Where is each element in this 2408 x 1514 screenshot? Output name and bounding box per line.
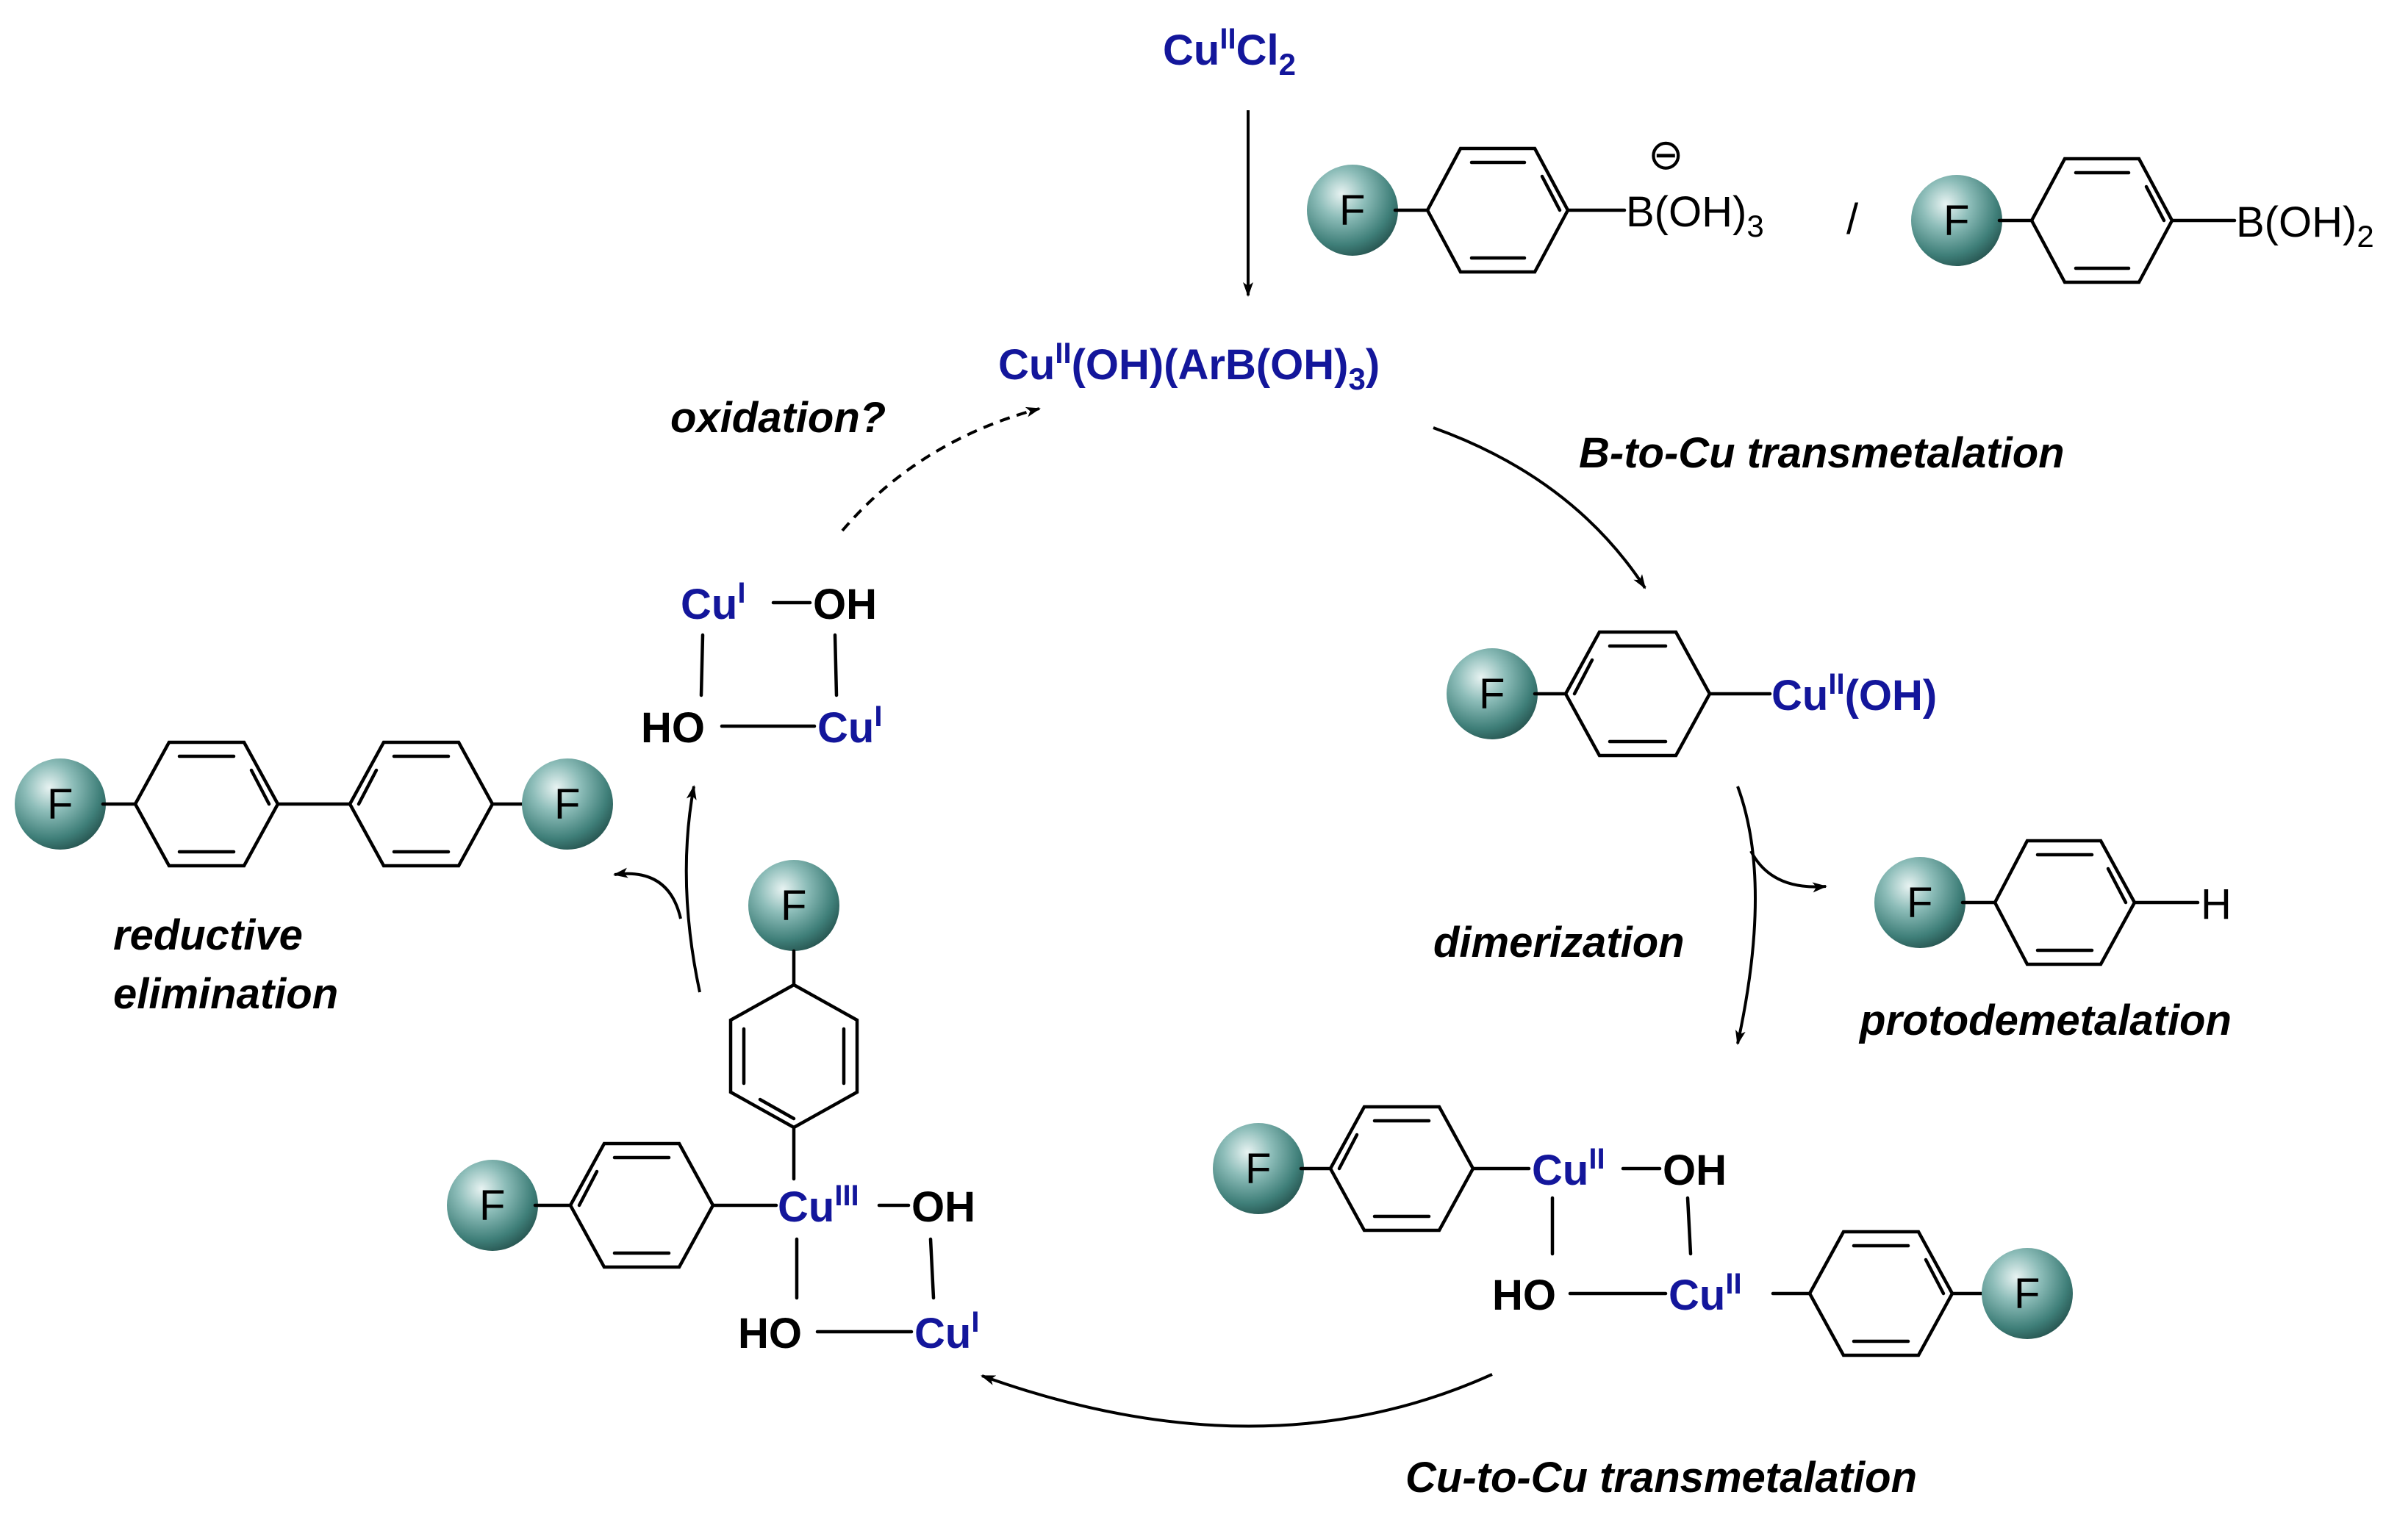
fluorine-label: F: [1339, 187, 1365, 234]
b-to-cu-arrow: [1433, 426, 1646, 589]
boronic-group: B(OH)2: [2236, 198, 2374, 254]
fluoro-sphere: [1307, 165, 1398, 256]
fluorine-label: F: [47, 781, 73, 828]
dimer-oh: OH: [1663, 1147, 1727, 1194]
cu1-label: CuI: [914, 1306, 979, 1357]
fluoro-sphere: [1874, 857, 1966, 948]
fluoro-sphere: [748, 860, 839, 951]
cu-to-cu-arrow: [981, 1373, 1493, 1428]
cu1-dimer-oh: OH: [813, 581, 877, 628]
cu1-dimer-bottom: CuI: [817, 700, 882, 752]
cu1-dimer-top: CuI: [681, 577, 745, 628]
fluorine-label: F: [1907, 879, 1932, 927]
dimer-ho: HO: [1492, 1271, 1556, 1319]
aryl-boronic-acid: F B(OH)2: [1911, 157, 2374, 284]
fluoro-sphere: [1447, 648, 1538, 739]
copper-dimer: F CuII OH HO CuII F: [1213, 1105, 2073, 1357]
protodemetalation-product: F H: [1874, 839, 2232, 966]
separator-slash: /: [1846, 195, 1859, 243]
reductive-label-2: elimination: [113, 970, 338, 1018]
dimer-cu-top: CuII: [1532, 1143, 1605, 1194]
hydrogen-label: H: [2201, 880, 2232, 928]
cu3-ho: HO: [738, 1310, 802, 1357]
fluoro-sphere: [15, 758, 106, 850]
fluoro-sphere: [1911, 175, 2002, 266]
copper-i-dimer: CuI OH HO CuI: [641, 577, 882, 752]
reductive-label-1: reductive: [113, 911, 303, 959]
negative-charge: ⊖: [1648, 131, 1684, 179]
protodemetalation-branch-arrow: [1749, 850, 1827, 893]
fluorine-label: F: [554, 781, 580, 828]
fluoro-sphere: [522, 758, 613, 850]
oxidation-arrow: [841, 406, 1041, 532]
fluoro-sphere: [1982, 1248, 2073, 1339]
fluorine-label: F: [479, 1182, 505, 1230]
protodemetalation-label: protodemetalation: [1858, 997, 2232, 1044]
b-to-cu-label: B-to-Cu transmetalation: [1579, 429, 2065, 477]
cucl2-label: CuIICl2: [1163, 23, 1296, 82]
fluoro-sphere: [447, 1160, 538, 1251]
oxidation-label: oxidation?: [670, 394, 886, 442]
fluorine-label: F: [1245, 1145, 1271, 1193]
biaryl-product: F F: [15, 740, 613, 868]
fluorine-label: F: [2014, 1270, 2040, 1318]
cu-to-cu-label: Cu-to-Cu transmetalation: [1405, 1454, 1917, 1502]
cu3-oh: OH: [911, 1183, 975, 1231]
borate-group: B(OH)3: [1626, 188, 1764, 243]
fluoro-sphere: [1213, 1123, 1304, 1214]
fluorine-label: F: [1479, 670, 1505, 718]
dimerization-arrow: [1735, 786, 1757, 1045]
cu-oh-label: CuII(OH): [1771, 668, 1937, 720]
dimerization-label: dimerization: [1433, 919, 1685, 966]
cu1-dimer-ho: HO: [641, 704, 705, 752]
cu3-label: CuIII: [778, 1180, 859, 1231]
aryl-copper-species: F CuII(OH): [1447, 630, 1937, 758]
complex1-label: CuII(OH)(ArB(OH)3): [998, 337, 1380, 396]
dimer-cu-bottom: CuII: [1669, 1268, 1742, 1319]
copper-iii-intermediate: F F CuIII OH HO CuI: [447, 860, 979, 1357]
fluorine-label: F: [781, 882, 806, 930]
fluorine-label: F: [1943, 197, 1969, 245]
aryl-borate: F B(OH)3 ⊖: [1307, 131, 1764, 274]
reductive-elimination-arrow: [684, 785, 701, 993]
biaryl-branch-arrow: [613, 867, 682, 919]
